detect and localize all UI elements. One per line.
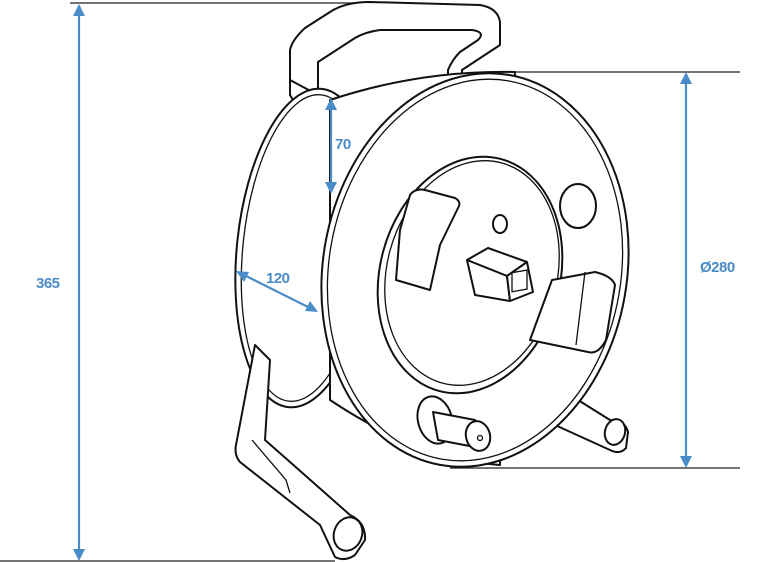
dimension-drum-width [236, 271, 318, 312]
dimension-height [73, 4, 85, 561]
center-hole [492, 214, 508, 234]
crank-handle [416, 395, 492, 452]
dimension-flange-depth [325, 98, 337, 194]
drum-width-dimension-label: 120 [266, 270, 290, 287]
diameter-dimension-label: Ø280 [700, 259, 735, 276]
flange-knob [559, 183, 597, 229]
square-drive-hub [466, 247, 534, 302]
hub-details [395, 183, 616, 354]
cable-clip-right [529, 271, 616, 354]
left-leg [234, 344, 367, 561]
flange-depth-dimension-label: 70 [335, 136, 351, 153]
dimension-diameter [680, 72, 692, 468]
cable-clip-left [395, 188, 461, 291]
height-dimension-label: 365 [36, 275, 60, 292]
